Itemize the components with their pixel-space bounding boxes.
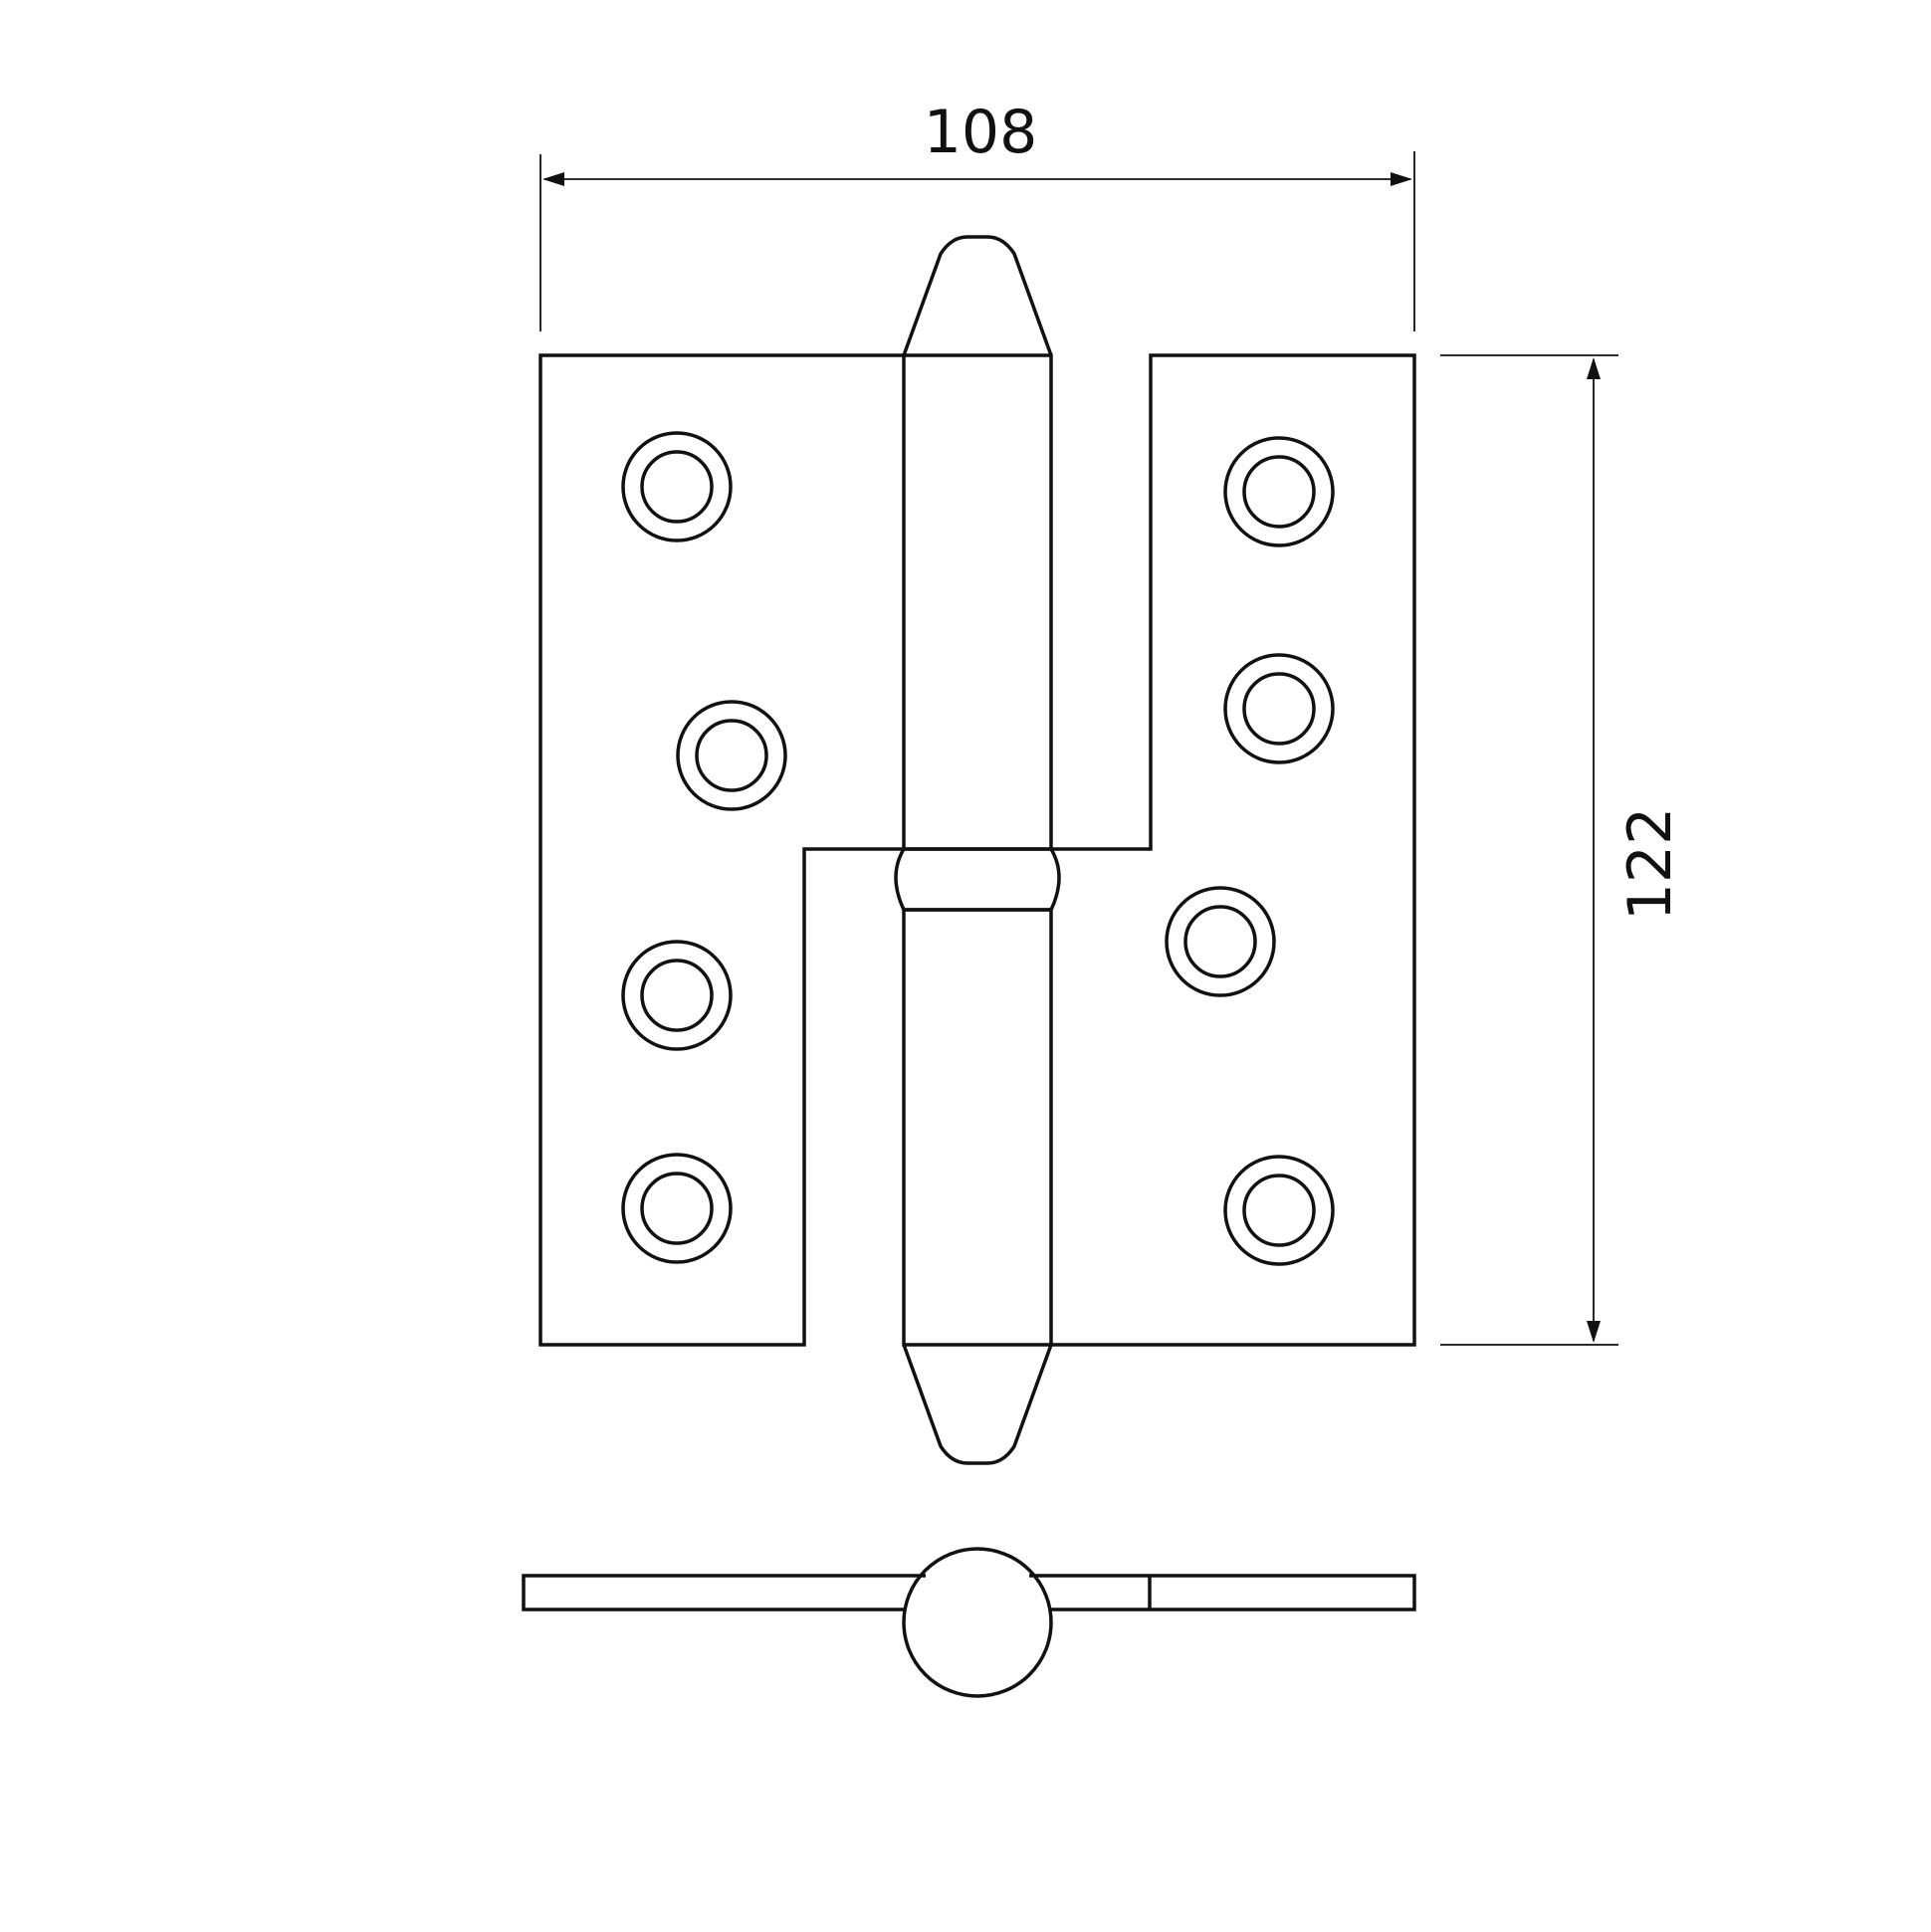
end-view-knuckle bbox=[902, 1547, 1053, 1698]
top-finial bbox=[902, 235, 1053, 356]
height-dimension: 122 bbox=[1440, 354, 1685, 1346]
hinge-knuckle bbox=[894, 235, 1061, 1465]
screw-hole bbox=[1165, 886, 1276, 997]
width-arrow-left bbox=[542, 172, 564, 186]
screw-hole bbox=[621, 431, 733, 542]
barrel-joint-ring bbox=[894, 847, 1061, 912]
left-hinge-leaf bbox=[538, 353, 904, 1347]
width-label: 108 bbox=[924, 98, 1038, 167]
lower-barrel bbox=[902, 908, 1053, 1347]
end-view-right-leaf bbox=[1029, 1574, 1416, 1611]
height-label: 122 bbox=[1615, 807, 1685, 922]
screw-hole bbox=[1223, 1155, 1335, 1266]
screw-hole bbox=[621, 1153, 733, 1264]
hinge-end-view bbox=[522, 1547, 1416, 1698]
right-leaf-screw-holes bbox=[1165, 436, 1335, 1266]
screw-hole bbox=[676, 700, 787, 811]
bottom-finial bbox=[902, 1344, 1053, 1465]
right-hinge-leaf bbox=[1051, 353, 1416, 1347]
end-view-left-leaf bbox=[522, 1574, 926, 1611]
height-arrow-bottom bbox=[1587, 1321, 1601, 1343]
height-arrow-top bbox=[1587, 357, 1601, 379]
screw-hole bbox=[1223, 436, 1335, 547]
screw-hole bbox=[621, 940, 733, 1051]
width-dimension: 108 bbox=[539, 98, 1415, 331]
screw-hole bbox=[1223, 653, 1335, 764]
upper-barrel bbox=[902, 353, 1053, 851]
width-arrow-right bbox=[1391, 172, 1412, 186]
left-leaf-screw-holes bbox=[621, 431, 787, 1264]
